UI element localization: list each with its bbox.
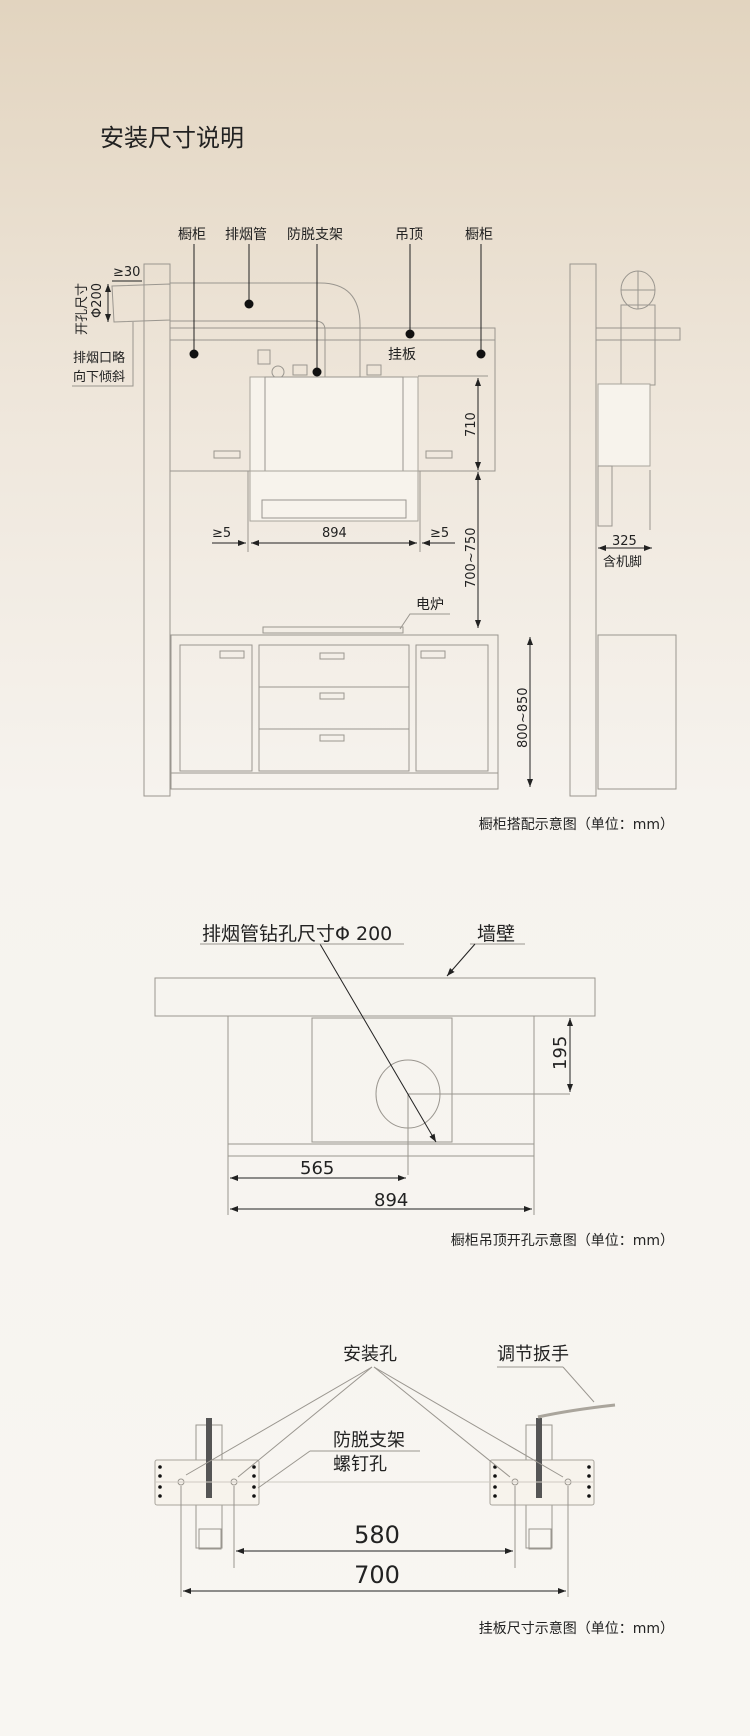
range-hood-body [249,376,419,472]
stove [262,626,404,634]
exhaust-duct [169,282,361,391]
drill-size-label: 排烟管钻孔尺寸Φ 200 [202,923,392,945]
power-socket-icon [257,349,271,365]
dim-gap-right: ≥5 [430,526,449,541]
label-hanging-plate: 挂板 [388,347,416,363]
gap-min-label: ≥30 [113,265,140,280]
wrench-label: 调节扳手 [497,1344,569,1365]
dim-inner: 580 [354,1521,400,1549]
dim-width: 894 [374,1190,408,1211]
adjusting-wrench [537,1403,616,1419]
label-anti-drop-bracket: 防脱支架 [287,227,343,243]
page-title: 安装尺寸说明 [100,124,244,152]
dim-from-left: 565 [300,1158,334,1179]
ceiling-side [595,327,681,341]
label-stove: 电炉 [416,597,444,613]
dim-counter-height: 800~850 [516,687,531,748]
dim-hood-to-stove: 700~750 [464,527,479,588]
outlet-note-line1: 排烟口略 [73,350,125,366]
caption-cabinet-layout: 橱柜搭配示意图（单位：mm） [479,816,674,833]
dim-depth: 325 [612,534,637,549]
screw-hole-label-line2: 螺钉孔 [333,1454,387,1475]
outlet-note-line2: 向下倾斜 [73,369,125,385]
caption-hanging-plate: 挂板尺寸示意图（单位：mm） [479,1620,674,1637]
wall [154,977,596,1017]
right-wall-side-view [569,263,597,797]
dim-from-wall: 195 [550,1036,571,1070]
dim-depth-note: 含机脚 [603,554,642,570]
cabinet-outline [227,1015,535,1157]
hole-size-label: 开孔尺寸 [75,283,90,335]
range-hood-side [597,383,651,467]
range-hood-lower [249,470,419,522]
hanging-plate-diagram: 安装孔 调节扳手 防脱支架 螺钉孔 580 700 挂板尺寸示意图（单位：mm） [154,1344,674,1637]
ceiling [169,327,496,341]
bracket-left [154,1418,260,1550]
base-cabinets [170,634,499,790]
dim-hood-height: 710 [464,412,479,437]
label-cabinet-right: 橱柜 [465,227,493,243]
base-cabinet-side [597,634,677,790]
dim-gap-left: ≥5 [212,526,231,541]
wall-label: 墙壁 [477,923,515,945]
dim-hood-width: 894 [322,526,347,541]
label-ceiling: 吊顶 [395,227,423,243]
hood-outline [311,1017,453,1143]
ceiling-hole-diagram: 排烟管钻孔尺寸Φ 200 墙壁 195 565 894 橱柜吊顶开孔示意图（单位… [154,923,674,1249]
left-wall [143,263,171,797]
duct-outlet [111,283,171,323]
ground-icon [271,365,285,379]
screw-hole-label-line1: 防脱支架 [333,1430,405,1451]
caption-ceiling-hole: 橱柜吊顶开孔示意图（单位：mm） [451,1232,674,1249]
label-duct: 排烟管 [225,227,267,243]
cabinet-layout-diagram: 橱柜 排烟管 防脱支架 吊顶 橱柜 挂板 电炉 开孔尺寸 Φ200 ≥30 排烟… [72,227,681,833]
dim-outer: 700 [354,1561,400,1589]
hole-size-value: Φ200 [90,283,105,318]
bracket-right [489,1418,595,1550]
label-cabinet-left: 橱柜 [178,227,206,243]
mount-holes-label: 安装孔 [343,1344,397,1365]
